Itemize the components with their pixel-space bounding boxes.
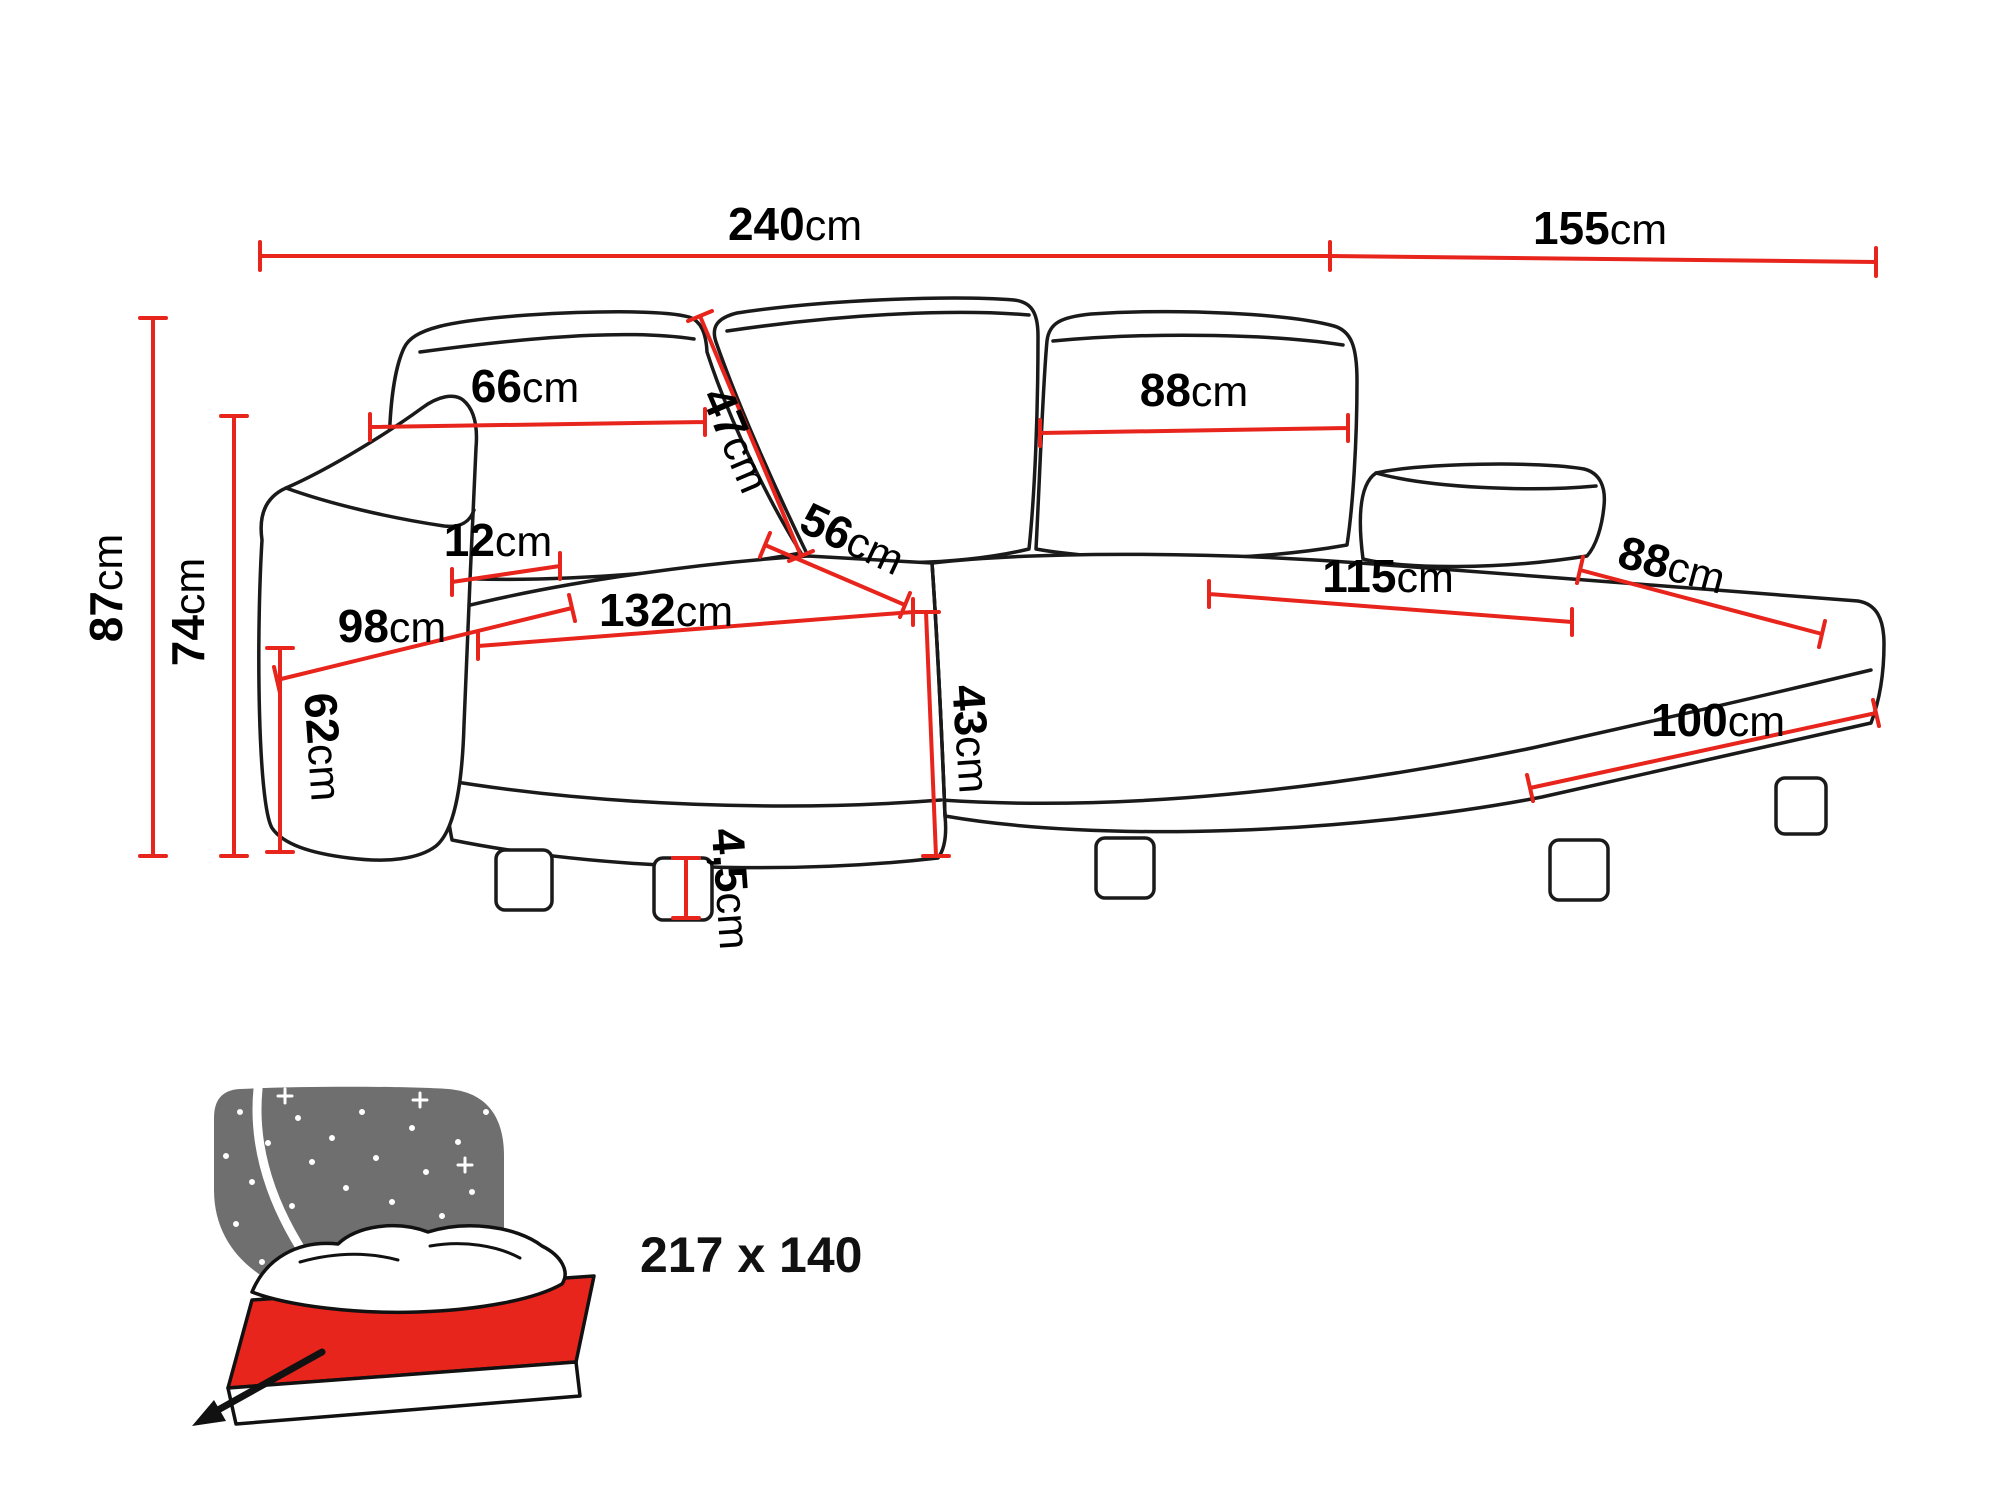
- dim-backrest-height-label: 74cm: [162, 558, 214, 667]
- sofa-leg: [652, 856, 714, 922]
- left-armrest-inner-line: [284, 486, 476, 529]
- dim-chaise-seat-width-line: [1575, 555, 1827, 649]
- pullout-arrow-shaft: [214, 1348, 326, 1414]
- sofa-leg: [1774, 776, 1828, 836]
- sofa-leg: [494, 848, 554, 912]
- right-armrest-inner-line: [1374, 471, 1598, 491]
- dim-seat-cushion-depth-line: [758, 531, 912, 619]
- main-seat-front-crease: [442, 778, 943, 808]
- dim-chaise-outer-length-label: 100cm: [1651, 694, 1785, 746]
- sofa-leg: [1548, 838, 1610, 902]
- left-armrest-outline: [257, 394, 479, 862]
- dim-back-cushion-height-line: [686, 309, 815, 563]
- duvet-fold-lines: [298, 1242, 522, 1264]
- dim-total-depth-label: 155cm: [1533, 202, 1667, 254]
- seat-chaise-seam: [930, 561, 947, 818]
- dim-back-cushion-right-label: 88cm: [1140, 364, 1249, 416]
- back-cushion-right: [1034, 309, 1359, 561]
- cushion-stitch-lines: [418, 310, 1345, 354]
- sleeping-function-icon: 217 x 140: [192, 1084, 862, 1426]
- dim-back-cushion-left-label: 66cm: [471, 360, 580, 412]
- dim-total-depth-line: [1328, 246, 1878, 278]
- sofa-leg: [1094, 836, 1156, 900]
- dim-seat-width-label: 132cm: [599, 584, 733, 636]
- sleeping-area-label: 217 x 140: [640, 1227, 862, 1283]
- dim-total-width-label: 240cm: [728, 198, 862, 250]
- dim-total-height-line: [138, 316, 168, 858]
- dim-chaise-seat-width-label: 88cm: [1613, 525, 1731, 603]
- dim-chaise-seat-length-line: [1207, 579, 1574, 637]
- dim-backrest-height-line: [219, 414, 249, 858]
- dim-total-height-label: 87cm: [80, 534, 132, 643]
- dim-back-cushion-left-line: [368, 407, 707, 442]
- dim-seat-height-label: 43cm: [942, 683, 1001, 795]
- dim-armrest-height-label: 62cm: [294, 691, 353, 803]
- back-cushion-middle: [712, 296, 1040, 565]
- dim-chaise-seat-length-label: 115cm: [1322, 550, 1454, 602]
- dim-leg-height-label: 4,5cm: [702, 827, 762, 952]
- dim-leg-height-line: [671, 856, 701, 920]
- pullout-arrow-head: [192, 1400, 226, 1426]
- dim-back-cushion-right-line: [1038, 413, 1350, 448]
- mattress-base: [226, 1360, 582, 1426]
- dim-seat-depth-label: 98cm: [338, 600, 447, 652]
- dim-chaise-outer-length-line: [1525, 698, 1881, 803]
- dim-seat-height-line: [911, 610, 951, 858]
- dim-armrest-width-label: 12cm: [444, 514, 553, 566]
- dim-armrest-height-line: [265, 646, 295, 854]
- dimension-lines: [138, 240, 1881, 920]
- chaise-front-crease: [939, 668, 1873, 805]
- dim-armrest-width-line: [450, 551, 562, 597]
